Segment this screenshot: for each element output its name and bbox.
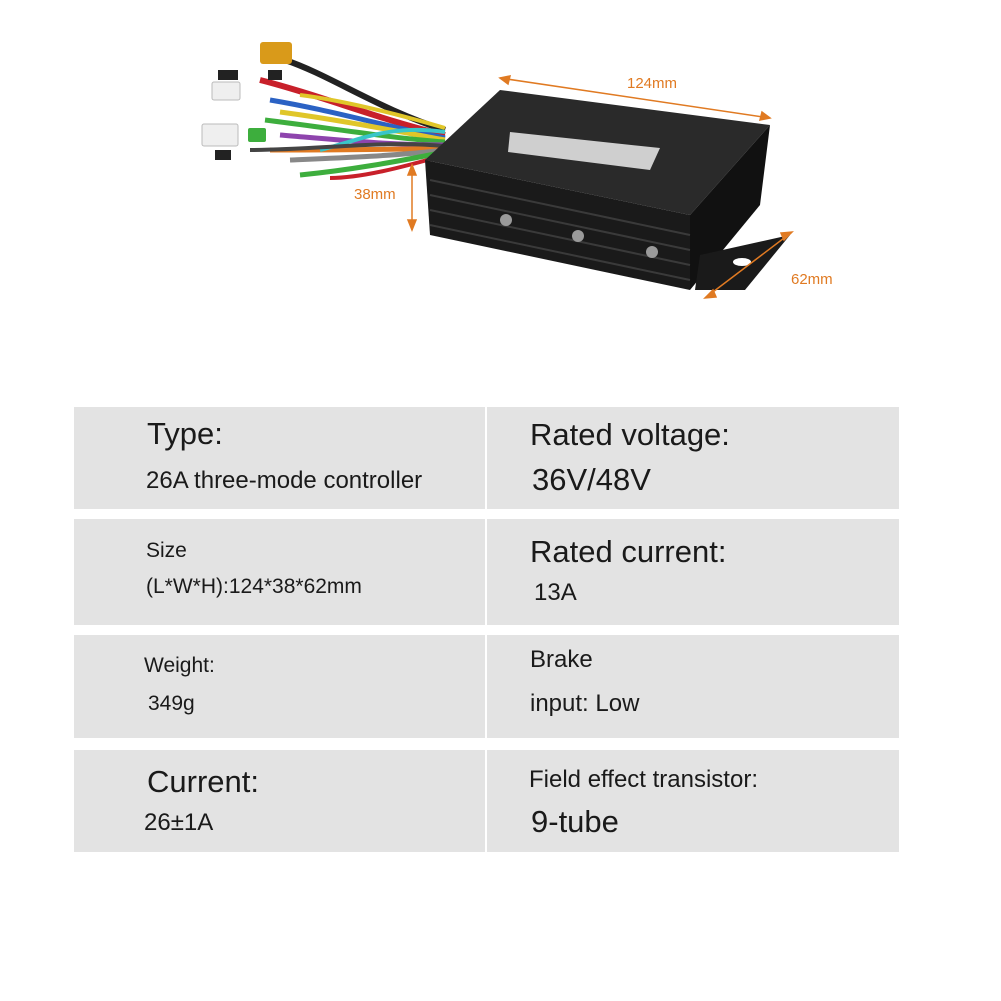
spec-row-weight: Weight: 349g Brake input: Low [74,635,899,738]
connectors [201,42,292,160]
product-image [201,42,794,299]
row-divider [485,750,487,852]
controller-case [425,90,790,290]
spec-value: 349g [148,692,195,715]
spec-label: Type: [147,416,223,451]
spec-cell-brake-input: Brake input: Low [487,635,899,738]
spec-value: 26±1A [144,809,214,836]
spec-cell-rated-current: Rated current: 13A [487,519,899,625]
spec-value: input: Low [530,690,640,717]
spec-row-type: Type: 26A three-mode controller Rated vo… [74,407,899,509]
row-divider [485,519,487,625]
spec-label: Current: [147,764,259,799]
wire-bundle [249,57,446,180]
height-dimension-label: 38mm [354,186,396,203]
spec-cell-size: Size (L*W*H):124*38*62mm [74,519,485,625]
spec-row-size: Size (L*W*H):124*38*62mm Rated current: … [74,519,899,625]
spec-label: Rated current: [530,534,727,569]
spec-label: Size [146,539,187,562]
spec-label: Weight: [144,654,215,677]
width-dimension-label: 62mm [791,271,833,288]
row-divider [485,635,487,738]
spec-row-current: Current: 26±1A Field effect transistor: … [74,750,899,852]
spec-value: 9-tube [531,804,619,839]
spec-value: 13A [534,579,577,606]
spec-label: Field effect transistor: [529,766,758,793]
spec-cell-weight: Weight: 349g [74,635,485,738]
length-dimension-label: 124mm [627,75,678,92]
spec-value: 36V/48V [532,462,651,497]
spec-cell-rated-voltage: Rated voltage: 36V/48V [487,407,899,509]
spec-cell-type: Type: 26A three-mode controller [74,407,485,509]
row-divider [485,407,487,509]
spec-value: 26A three-mode controller [146,467,423,494]
spec-label: Brake [530,646,593,673]
spec-cell-current: Current: 26±1A [74,750,485,852]
spec-label: Rated voltage: [530,417,730,452]
dimension-lines [406,75,794,299]
spec-cell-fet: Field effect transistor: 9-tube [487,750,899,852]
spec-value: (L*W*H):124*38*62mm [146,575,362,598]
